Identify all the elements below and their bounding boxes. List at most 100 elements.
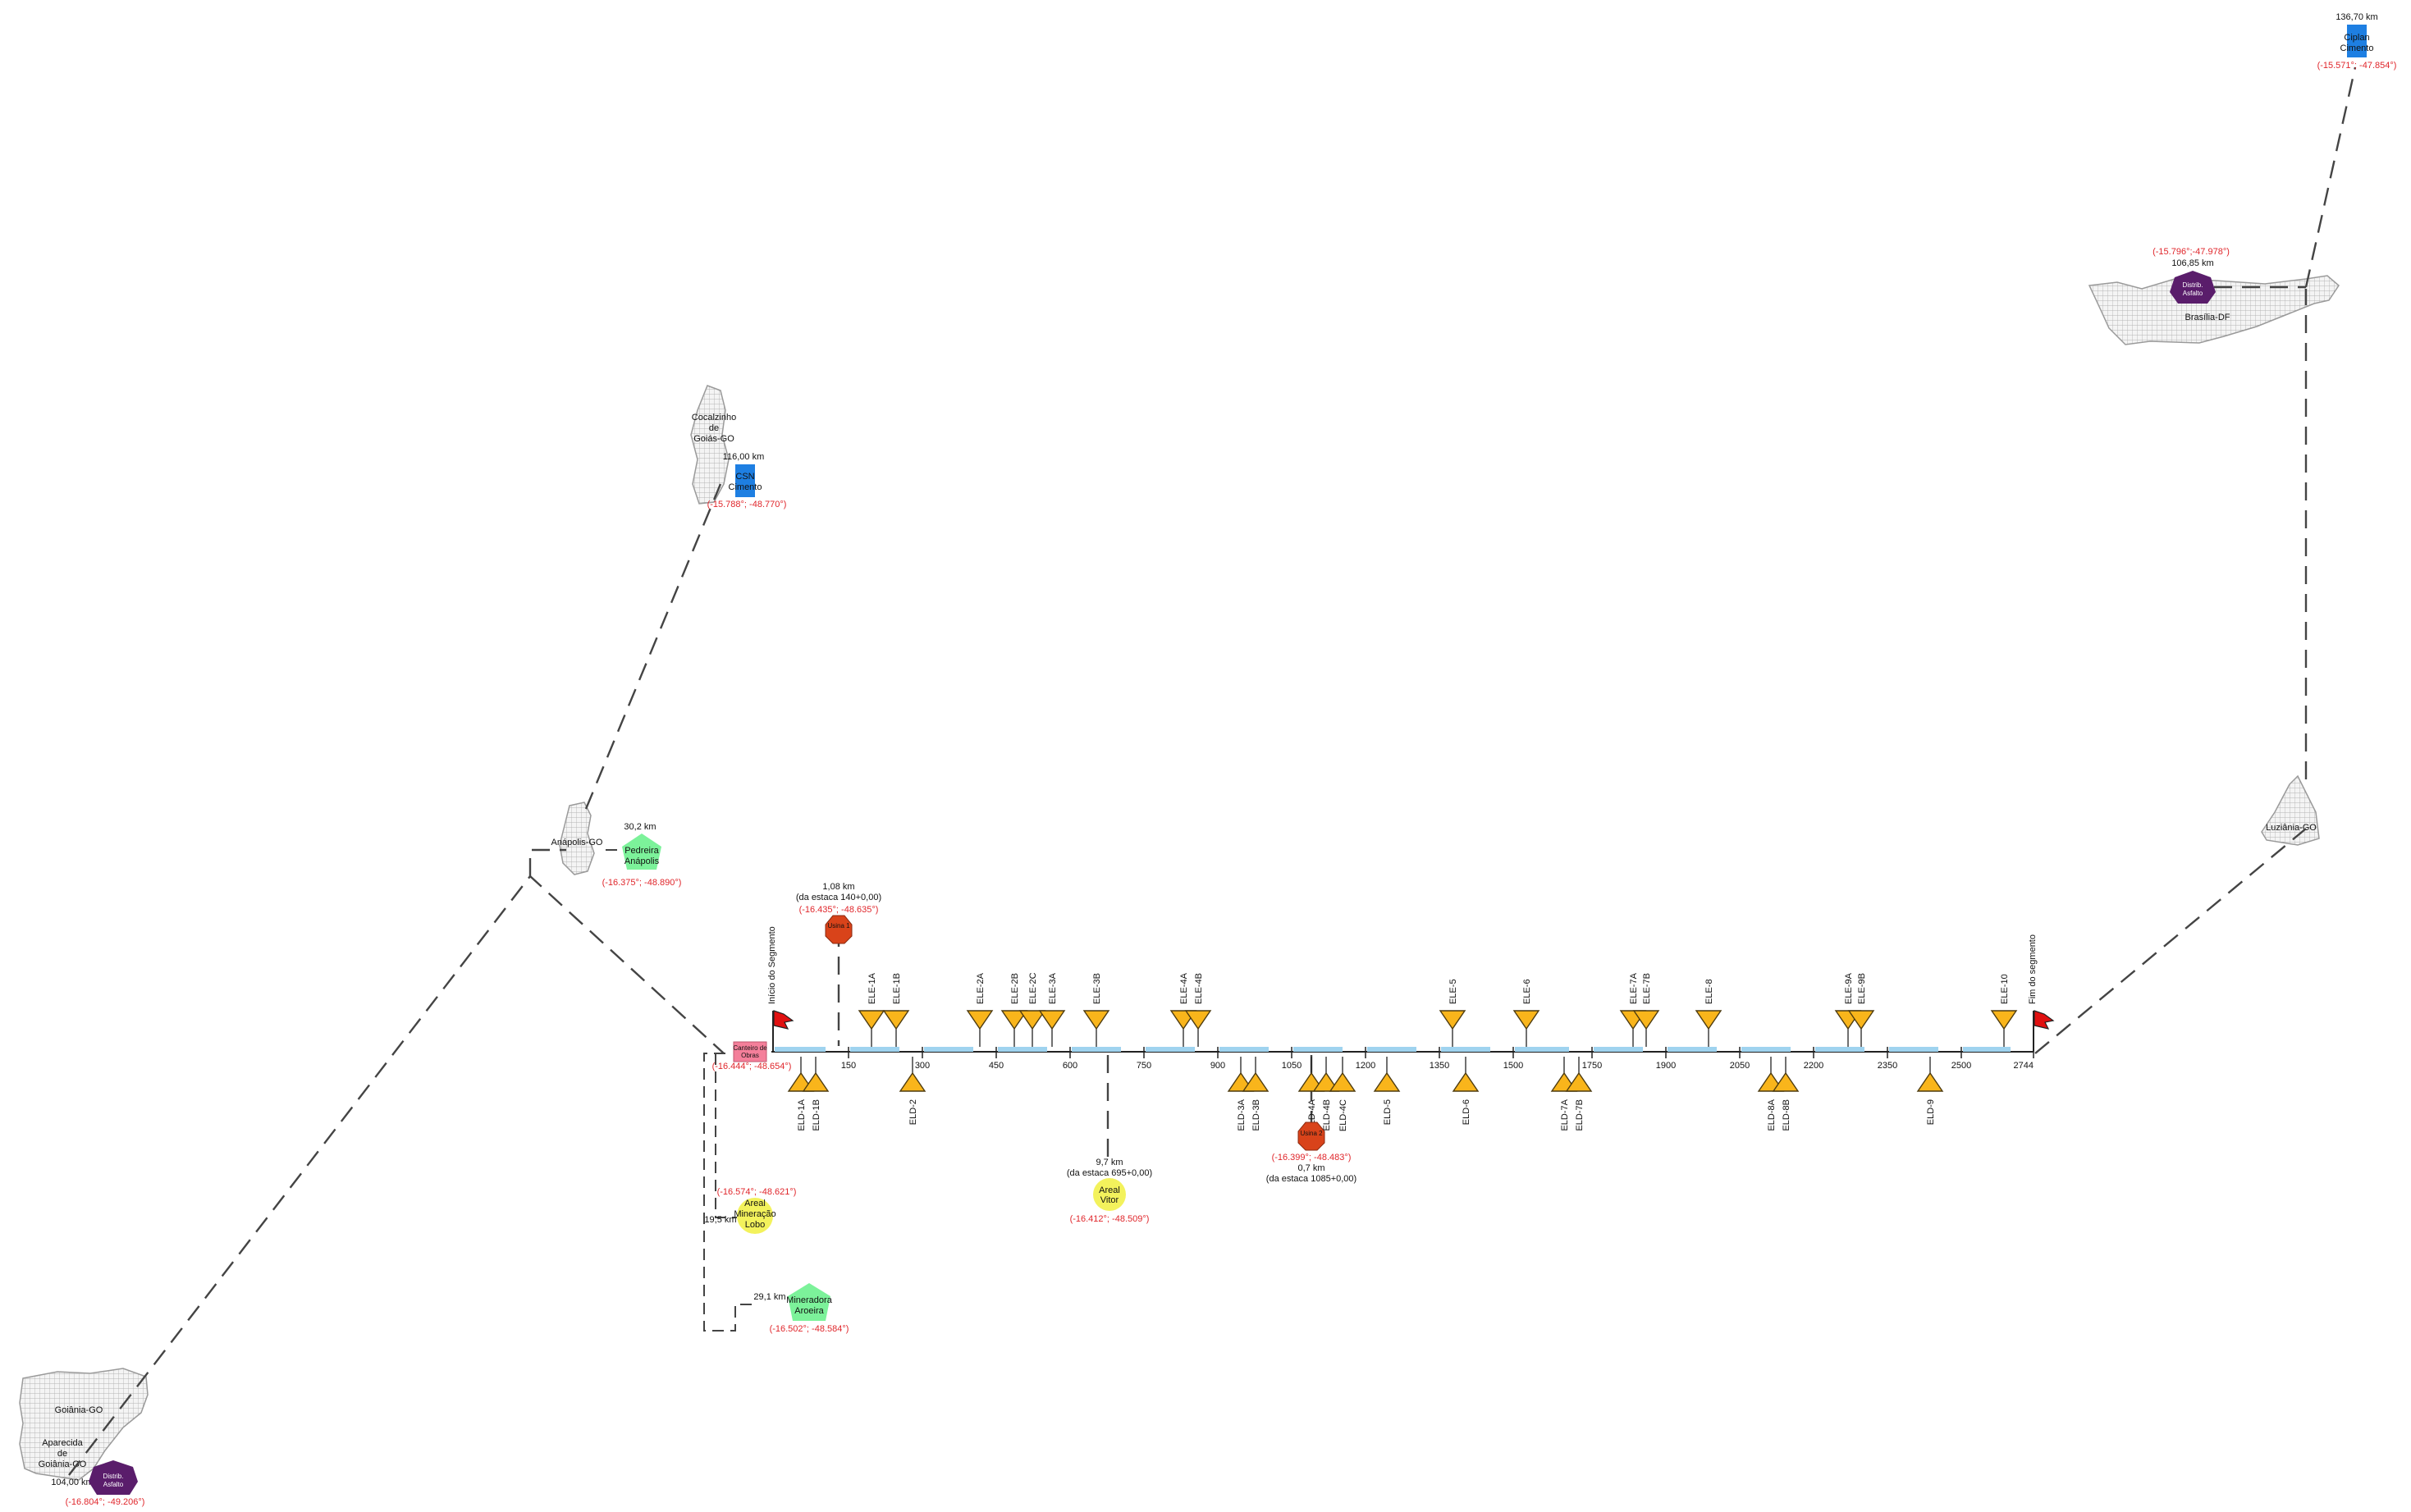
ele-marker-triangle [1695,1010,1722,1030]
station-tick-label: 1200 [1356,1061,1375,1071]
canteiro-coords: (-16.444°; -48.654°) [712,1062,792,1071]
ciplan-icon [2347,25,2367,57]
eld-marker: ELD-1B [802,1057,830,1131]
city-label-goiania: Goiânia-GO [55,1405,103,1415]
areal-vitor-note: (da estaca 695+0,00) [1067,1168,1152,1178]
ciplan-label-1: Ciplan [2344,33,2369,43]
station-tick-label: 1500 [1503,1061,1523,1071]
distrib-goiania-distance: 104,00 km [51,1478,93,1487]
usina-2-distance: 0,7 km [1297,1163,1324,1173]
ele-marker-triangle [1439,1010,1466,1030]
ele-marker-triangle [1847,1010,1875,1030]
segment-bar [1293,1047,1343,1052]
ele-marker: ELE-8 [1695,979,1722,1047]
distrib-brasilia-icon [2170,271,2216,304]
ele-marker-label: ELE-2C [1028,972,1038,1004]
city-luziania: Luziânia-GO [2261,774,2320,846]
eld-marker-label: ELD-3B [1251,1099,1261,1131]
station-tick-label: 2500 [1951,1061,1971,1071]
ele-marker: ELE-1B [882,973,910,1047]
mineradora-aroeira: 29,1 km Mineradora Aroeira (-16.502°; -4… [753,1283,849,1334]
ele-marker: ELE-9B [1847,973,1875,1047]
ele-marker-label: ELE-3A [1048,972,1058,1004]
eld-marker-triangle [802,1071,830,1092]
eld-marker-label: ELD-3A [1237,1099,1247,1131]
eld-marker-triangle [1373,1071,1401,1092]
city-label-aparecida-2: de [57,1449,67,1459]
usina-1-distance: 1,08 km [822,882,854,892]
segment-start-label: Início do Segmento [767,926,777,1004]
eld-marker-label: ELD-4B [1322,1099,1332,1131]
eld-marker: ELD-5 [1373,1057,1401,1125]
eld-marker-triangle [899,1071,926,1092]
areal-lobo-label-1: Areal [744,1199,766,1208]
start-flag-icon [773,1010,794,1030]
distrib-goiania-coords: (-16.804°; -49.206°) [66,1497,145,1507]
segment-bar [1515,1047,1569,1052]
mineradora-aroeira-label-2: Aroeira [794,1306,824,1316]
ele-marker-label: ELE-3B [1092,973,1102,1004]
city-anapolis: Anápolis-GO [551,802,603,875]
segment-bar [998,1047,1047,1052]
station-tick-label: 300 [915,1061,930,1071]
station-tick-label: 2744 [2014,1061,2034,1071]
city-label-anapolis: Anápolis-GO [551,838,603,847]
segment-bar [1815,1047,1864,1052]
distrib-brasilia-label-2: Asfalto [2183,290,2203,297]
ele-marker: ELE-9A [1834,972,1862,1047]
segment-bar [1146,1047,1195,1052]
ele-marker: ELE-10 [1990,974,2018,1047]
segment-bar [1741,1047,1791,1052]
station-tick-label: 1900 [1656,1061,1676,1071]
ele-marker-label: ELE-4A [1179,972,1189,1004]
transport-routes [68,66,2357,1476]
ciplan-coords: (-15.571°; -47.854°) [2317,61,2397,71]
eld-marker-triangle [1916,1071,1944,1092]
segment-bar [1668,1047,1717,1052]
station-tick-label: 900 [1210,1061,1225,1071]
ele-marker-triangle [1018,1010,1046,1030]
ele-marker: ELE-2C [1018,972,1046,1047]
ele-marker-label: ELE-8 [1704,979,1714,1004]
eld-marker: ELD-6 [1452,1057,1480,1125]
areal-vitor-label-1: Areal [1099,1185,1120,1195]
csn-label-1: CSN [735,472,754,482]
city-goiania: Goiânia-GO Aparecida de Goiânia-GO [19,1368,149,1481]
areal-vitor-label-2: Vitor [1100,1195,1119,1205]
distrib-brasilia-coords: (-15.796°;-47.978°) [2153,247,2230,257]
ele-marker-triangle [882,1010,910,1030]
ele-marker-label: ELE-5 [1448,979,1458,1004]
ele-marker: ELE-4A [1169,972,1197,1047]
ele-marker: ELE-4B [1184,973,1212,1047]
eld-marker-label: ELD-9 [1926,1099,1936,1125]
eld-marker-label: ELD-8B [1782,1099,1791,1131]
segment-end-label: Fim do segmento [2028,934,2038,1004]
segment-bar [1072,1047,1121,1052]
station-tick-label: 2200 [1804,1061,1823,1071]
eld-marker-label: ELD-1A [797,1099,807,1131]
eld-marker-label: ELD-5 [1383,1099,1393,1125]
station-tick-label: 750 [1137,1061,1151,1071]
ele-marker: ELE-3B [1082,973,1110,1047]
city-label-aparecida-1: Aparecida [42,1438,83,1448]
distrib-asfalto-goiania: 104,00 km Distrib. Asfalto (-16.804°; -4… [51,1460,144,1507]
csn-icon [735,464,755,497]
segment-bar [1594,1047,1643,1052]
ele-marker-label: ELE-2B [1010,973,1020,1004]
usina-1: 1,08 km (da estaca 140+0,00) (-16.435°; … [796,882,881,944]
eld-marker: ELD-1A [787,1057,815,1131]
eld-marker-label: ELD-4C [1338,1099,1348,1131]
city-label-brasilia: Brasília-DF [2185,313,2230,322]
ciplan-distance: 136,70 km [2336,12,2377,22]
segment-bar [924,1047,973,1052]
mineradora-aroeira-coords: (-16.502°; -48.584°) [770,1324,849,1334]
pedreira-label-1: Pedreira [624,846,659,856]
areal-vitor-icon [1093,1178,1126,1211]
eld-marker-label: ELD-8A [1767,1099,1777,1131]
segment-bar [1219,1047,1269,1052]
segment-bar [1963,1047,2011,1052]
eld-marker: ELD-7A [1550,1057,1578,1131]
ele-marker-triangle [1990,1010,2018,1030]
